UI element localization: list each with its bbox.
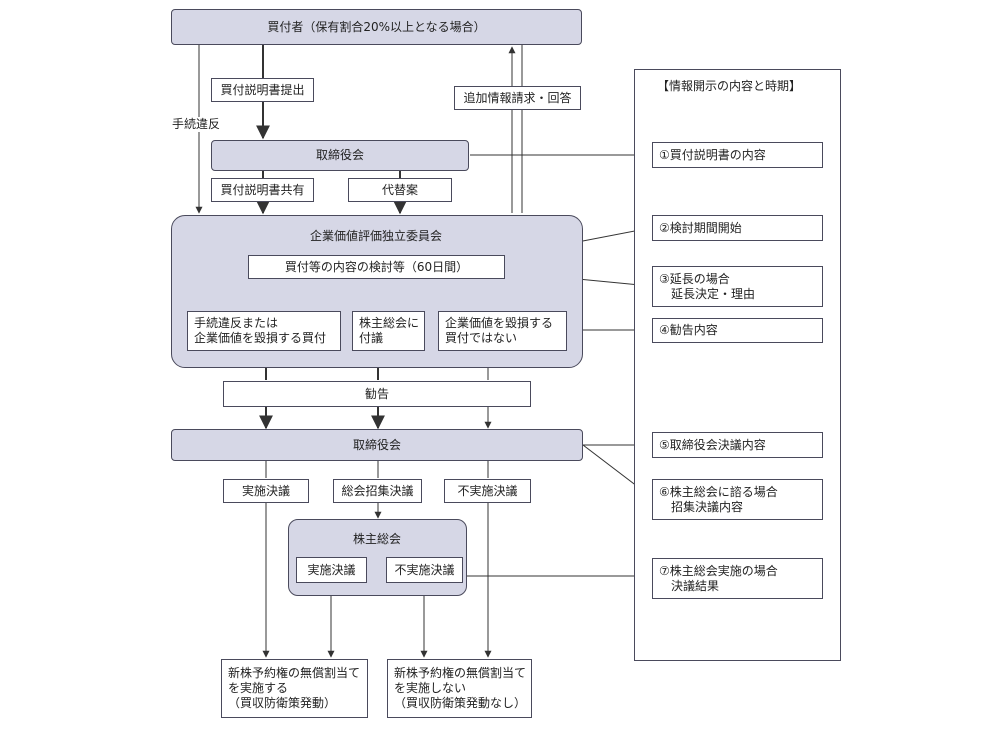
alternative-box: 代替案 (348, 178, 452, 202)
sh-non-implement-box: 不実施決議 (386, 557, 463, 583)
disclosure-item-1: ①買付説明書の内容 (652, 142, 823, 168)
disclosure-item-7: ⑦株主総会実施の場合 決議結果 (652, 558, 823, 599)
buyer-label: 買付者（保有割合20%以上となる場合） (267, 19, 486, 34)
not-harmful-box: 企業価値を毀損する 買付ではない (438, 311, 567, 351)
share-statement-box: 買付説明書共有 (211, 178, 314, 202)
harmful-box: 手続違反または 企業価値を毀損する買付 (187, 311, 341, 351)
outcome-implement-box: 新株予約権の無償割当て を実施する （買収防衛策発動） (221, 659, 368, 718)
procedure-violation-label: 手続違反 (172, 117, 221, 132)
disclosure-item-2: ②検討期間開始 (652, 215, 823, 241)
non-implement-resolution-box: 不実施決議 (444, 479, 531, 503)
disclosure-item-3: ③延長の場合 延長決定・理由 (652, 266, 823, 307)
buyer-bar: 買付者（保有割合20%以上となる場合） (171, 9, 582, 45)
outcome-non-implement-box: 新株予約権の無償割当て を実施しない （買収防衛策発動なし） (387, 659, 532, 718)
recommendation-box: 勧告 (223, 381, 531, 407)
info-request-box: 追加情報請求・回答 (454, 86, 581, 110)
meeting-convocation-box: 総会招集決議 (333, 479, 422, 503)
board-bar-2: 取締役会 (171, 429, 583, 461)
committee-title: 企業価値評価独立委員会 (310, 229, 443, 243)
refer-meeting-box: 株主総会に 付議 (352, 311, 425, 351)
implement-resolution-box: 実施決議 (223, 479, 309, 503)
review-box: 買付等の内容の検討等（60日間） (248, 255, 505, 279)
disclosure-item-6: ⑥株主総会に諮る場合 招集決議内容 (652, 479, 823, 520)
disclosure-title: 【情報開示の内容と時期】 (657, 79, 802, 93)
board-bar-1: 取締役会 (211, 140, 469, 171)
disclosure-item-4: ④勧告内容 (652, 318, 823, 343)
sh-implement-box: 実施決議 (296, 557, 367, 583)
shareholders-meeting-title: 株主総会 (353, 532, 402, 546)
submit-statement-box: 買付説明書提出 (211, 78, 314, 102)
disclosure-item-5: ⑤取締役会決議内容 (652, 432, 823, 458)
